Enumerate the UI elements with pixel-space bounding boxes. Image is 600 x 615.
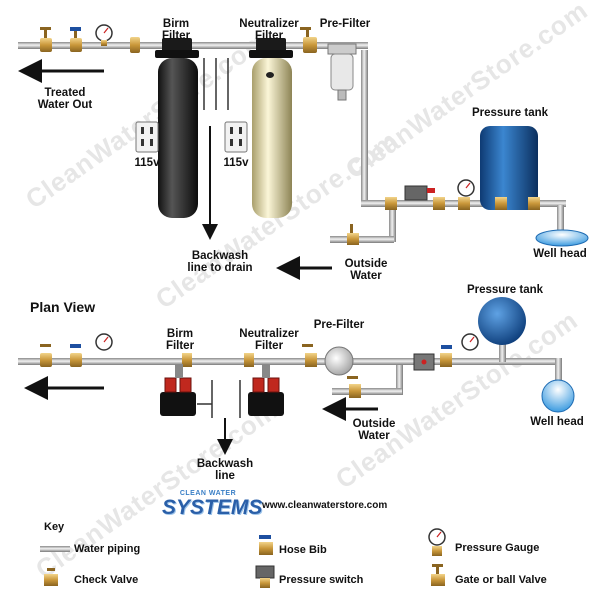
key-hose-bib-label: Hose Bib (279, 544, 327, 556)
top-well-head-label: Well head (533, 248, 587, 260)
top-valves-left (40, 24, 317, 53)
top-prefilter-housing (327, 43, 357, 101)
birm-filter-tank (155, 38, 199, 218)
top-prefilter-label: Pre-Filter (319, 18, 371, 30)
top-lower-fittings (347, 179, 540, 245)
top-outlet-left-label: 115v (134, 157, 160, 169)
top-outlet-left (135, 121, 159, 153)
key-title: Key (44, 521, 65, 533)
top-outlet-right-label: 115v (223, 157, 249, 169)
key-pressure-switch-label: Pressure switch (279, 574, 364, 586)
plan-pressure-tank-label: Pressure tank (466, 284, 544, 296)
plan-prefilter (324, 346, 354, 376)
key-water-piping-label: Water piping (74, 543, 141, 555)
plan-backwash-lines (197, 380, 241, 455)
plan-pressure-tank (478, 297, 526, 345)
top-outlet-right (224, 121, 248, 153)
plan-neutralizer-head (248, 364, 284, 416)
key-pressure-gauge-symbol (428, 528, 446, 556)
clean-water-systems-logo: CLEAN WATER SYSTEMS (162, 490, 263, 524)
key-gate-valve-symbol (431, 564, 445, 586)
plan-well-head-label: Well head (530, 416, 584, 428)
key-pressure-gauge-label: Pressure Gauge (455, 542, 540, 554)
top-backwash-lines (202, 58, 229, 240)
plan-prefilter-label: Pre-Filter (313, 319, 365, 331)
key-check-valve-label: Check Valve (74, 574, 139, 586)
logo-main-text: SYSTEMS (162, 496, 263, 519)
key-gate-valve-label: Gate or ball Valve (455, 574, 547, 586)
key-hose-bib-symbol (259, 535, 273, 555)
top-pressure-tank-label: Pressure tank (471, 107, 549, 119)
key-pressure-switch-symbol (255, 565, 275, 588)
plan-main-pipe (18, 340, 562, 395)
plan-birm-head (160, 364, 196, 416)
key-water-piping-symbol (40, 546, 70, 552)
neutralizer-filter-tank (249, 38, 293, 218)
key-check-valve-symbol (44, 568, 58, 586)
plan-view-title: Plan View (30, 299, 96, 315)
top-pressure-tank (480, 126, 538, 210)
logo-top-text: CLEAN WATER (179, 490, 237, 497)
top-well-head (535, 229, 589, 247)
plan-well-head (541, 379, 575, 413)
website-url: www.cleanwaterstore.com (262, 500, 388, 511)
plan-pressure-switch-gauge (347, 333, 479, 398)
plan-valves-left (40, 333, 317, 367)
